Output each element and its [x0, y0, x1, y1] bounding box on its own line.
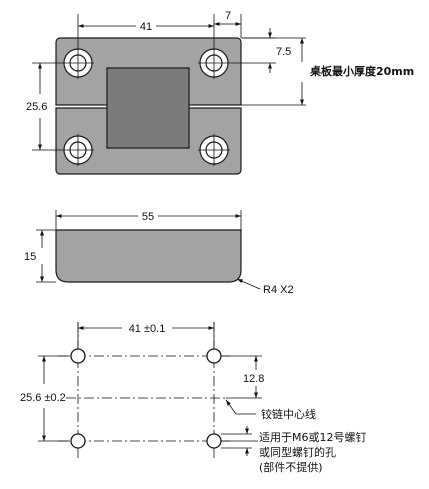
dim-spacing-y-label: 25.6 ±0.2: [20, 392, 66, 404]
dim-offset-7-5-label: 7.5: [276, 46, 291, 58]
centerline-label: 铰链中心线: [261, 407, 316, 421]
pattern-hole-top-left: [70, 348, 86, 364]
pattern-hole-bottom-left: [70, 433, 86, 449]
table-thickness-dim: 桌板最小厚度20mm: [241, 37, 414, 106]
screw-hole-bottom-left: [62, 134, 94, 166]
dim-length-55-label: 55: [142, 211, 154, 223]
screw-note-line1: 适用于M6或12号螺钉: [259, 431, 367, 444]
screw-note-line3: (部件不提供): [259, 460, 323, 474]
screw-note-line2: 或同型螺钉的孔: [259, 445, 336, 459]
dim-edge-7-label: 7: [225, 10, 231, 22]
dim-spacing-x-label: 41 ±0.1: [129, 323, 166, 335]
dim-height-15: 15: [24, 229, 56, 283]
dim-height-15-label: 15: [24, 251, 36, 263]
radius-label: R4 X2: [263, 284, 294, 296]
top-view: 41 7 7.5 桌板最小厚度20mm: [26, 10, 414, 175]
table-min-thickness-note: 桌板最小厚度20mm: [309, 64, 414, 78]
hinge-knuckle-block: [106, 67, 190, 149]
screw-hole-bottom-right: [198, 134, 230, 166]
dim-height-25-6: 25.6: [26, 62, 62, 151]
screw-hole-leader: 适用于M6或12号螺钉 或同型螺钉的孔 (部件不提供): [221, 426, 367, 474]
hole-pattern: 41 ±0.1 25.6 ±0.2 12.8 铰链中心线: [20, 322, 367, 474]
side-view: 55 15 R4 X2: [24, 210, 294, 296]
dim-spacing-y: 25.6 ±0.2: [20, 355, 70, 442]
dim-length-55: 55: [55, 210, 242, 230]
pattern-hole-top-right: [206, 348, 222, 364]
dim-width-41: 41: [77, 14, 215, 47]
dim-edge-7: 7: [214, 10, 242, 38]
screw-hole-top-right: [198, 47, 230, 79]
screw-hole-top-left: [62, 47, 94, 79]
side-profile: [55, 229, 242, 283]
centerline-leader: 铰链中心线: [225, 399, 316, 421]
dim-spacing-x: 41 ±0.1: [77, 322, 215, 348]
dim-height-25-6-label: 25.6: [26, 101, 47, 113]
radius-leader: R4 X2: [236, 278, 294, 296]
dim-width-41-label: 41: [140, 21, 152, 33]
dim-half-12-8-label: 12.8: [243, 373, 264, 385]
dim-half-12-8: 12.8: [222, 355, 264, 399]
pattern-hole-bottom-right: [206, 433, 222, 449]
